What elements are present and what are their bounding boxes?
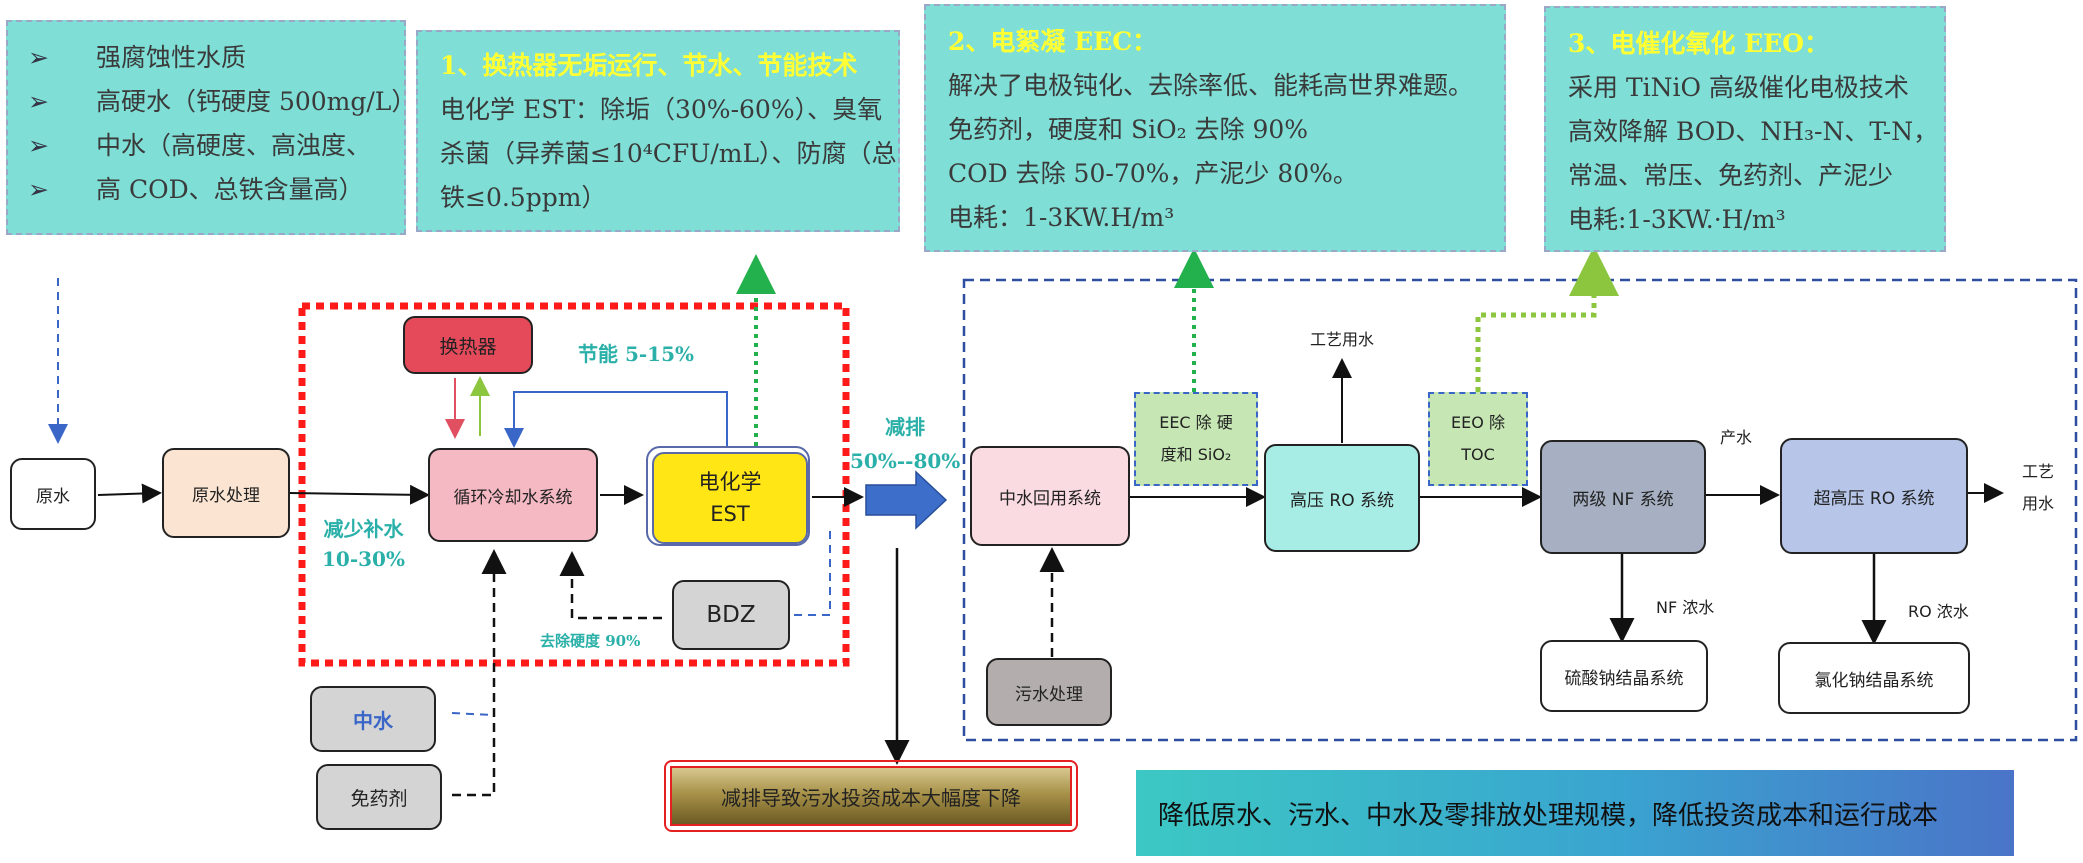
reduce-emission-line1: 减排 [885, 415, 926, 439]
energy-saving-label: 节能 5-15% [578, 342, 695, 366]
eec-node-line1: EEC 除 硬 [1159, 413, 1233, 432]
cost-banner-frame: 减排导致污水投资成本大幅度下降 [664, 760, 1078, 832]
eeo-node[interactable]: EEO 除 TOC [1428, 392, 1528, 486]
chem-free-node[interactable]: 免药剂 [316, 764, 442, 830]
reduce-makeup-line1: 减少补水 [323, 517, 404, 541]
est-node[interactable]: 电化学 EST [652, 452, 808, 544]
high-pressure-ro-node[interactable]: 高压 RO 系统 [1264, 444, 1420, 552]
eeo-panel-line: 采用 TiNiO 高级催化电极技术 [1568, 73, 1909, 102]
bdz-node[interactable]: BDZ [672, 580, 790, 650]
two-stage-nf-node[interactable]: 两级 NF 系统 [1540, 440, 1706, 554]
reclaimed-water-node[interactable]: 中水 [310, 686, 436, 752]
process-water-top-label: 工艺用水 [1310, 330, 1375, 349]
est-node-line2: EST [710, 502, 750, 526]
ultra-high-ro-node[interactable]: 超高压 RO 系统 [1780, 438, 1968, 554]
reduce-makeup-line2: 10-30% [322, 547, 405, 571]
reduce-emission-line2: 50%--80% [850, 449, 961, 473]
est-zone-boundary [298, 302, 850, 667]
eec-node-line2: 度和 SiO₂ [1160, 445, 1232, 464]
ro-concentrate-label: RO 浓水 [1908, 602, 1969, 621]
process-water-right-label: 工艺 用水 [2022, 456, 2054, 520]
hardness-removal-label: 去除硬度 90% [540, 632, 641, 650]
raw-treatment-node[interactable]: 原水处理 [162, 448, 290, 538]
reuse-zone-boundary [962, 278, 2078, 742]
bullet-item: 中水（高硬度、高浊度、 [8, 124, 404, 168]
sewage-treatment-node[interactable]: 污水处理 [986, 658, 1112, 726]
eeo-node-line1: EEO 除 [1451, 413, 1505, 432]
est-panel-line: 电化学 EST：除垢（30%-60%）、臭氧 [440, 95, 883, 124]
reduce-emission-arrow [865, 470, 948, 530]
nf-concentrate-label: NF 浓水 [1656, 598, 1715, 617]
eec-panel-line: COD 去除 50-70%，产泥少 80%。 [948, 159, 1358, 188]
eeo-panel-line: 常温、常压、免药剂、产泥少 [1568, 161, 1894, 190]
eeo-node-line2: TOC [1461, 445, 1495, 464]
bullet-item: 高硬水（钙硬度 500mg/L） [8, 80, 416, 124]
reuse-system-node[interactable]: 中水回用系统 [970, 446, 1130, 546]
bullet-item-continued: 高 COD、总铁含量高） [8, 168, 404, 212]
sodium-chloride-node[interactable]: 氯化钠结晶系统 [1778, 642, 1970, 714]
eeo-panel-title: 3、电催化氧化 EEO： [1568, 29, 1829, 58]
reduce-emission-label: 减排 50%--80% [850, 410, 960, 478]
est-panel: 1、换热器无垢运行、节水、节能技术 电化学 EST：除垢（30%-60%）、臭氧… [416, 30, 900, 232]
eec-panel-line: 电耗：1-3KW.H/m³ [948, 203, 1175, 232]
heat-exchanger-node[interactable]: 换热器 [403, 316, 533, 374]
est-node-line1: 电化学 [698, 470, 762, 494]
bullet-item: 强腐蚀性水质 [8, 36, 404, 80]
eec-panel-line: 免药剂，硬度和 SiO₂ 去除 90% [948, 115, 1309, 144]
cost-banner: 减排导致污水投资成本大幅度下降 [670, 766, 1072, 826]
product-water-label: 产水 [1720, 428, 1753, 447]
process-water-right-line2: 用水 [2022, 494, 2055, 513]
eeo-panel-line: 高效降解 BOD、NH₃-N、T-N， [1568, 117, 1939, 146]
summary-banner: 降低原水、污水、中水及零排放处理规模，降低投资成本和运行成本 [1136, 770, 2014, 856]
eec-node[interactable]: EEC 除 硬 度和 SiO₂ [1134, 392, 1258, 486]
eec-panel-line: 解决了电极钝化、去除率低、能耗高世界难题。 [948, 71, 1474, 100]
process-water-right-line1: 工艺 [2022, 462, 2055, 481]
raw-water-node[interactable]: 原水 [10, 458, 96, 530]
est-panel-line: 杀菌（异养菌≤10⁴CFU/mL）、防腐（总 [440, 139, 897, 168]
est-node-frame: 电化学 EST [646, 446, 810, 546]
sodium-sulfate-node[interactable]: 硫酸钠结晶系统 [1540, 640, 1708, 712]
water-quality-panel: 强腐蚀性水质 高硬水（钙硬度 500mg/L） 中水（高硬度、高浊度、 高 CO… [6, 20, 416, 235]
eeo-panel-line: 电耗:1-3KW.·H/m³ [1568, 205, 1786, 234]
circulating-cooling-node[interactable]: 循环冷却水系统 [428, 448, 598, 542]
eeo-panel: 3、电催化氧化 EEO： 采用 TiNiO 高级催化电极技术 高效降解 BOD、… [1544, 6, 1946, 252]
eec-panel-title: 2、电絮凝 EEC： [948, 27, 1158, 56]
est-panel-line: 铁≤0.5ppm） [440, 183, 607, 212]
reduce-makeup-label: 减少补水 10-30% [322, 514, 405, 574]
est-panel-title: 1、换热器无垢运行、节水、节能技术 [440, 51, 858, 80]
eec-panel: 2、电絮凝 EEC： 解决了电极钝化、去除率低、能耗高世界难题。 免药剂，硬度和… [924, 4, 1506, 252]
